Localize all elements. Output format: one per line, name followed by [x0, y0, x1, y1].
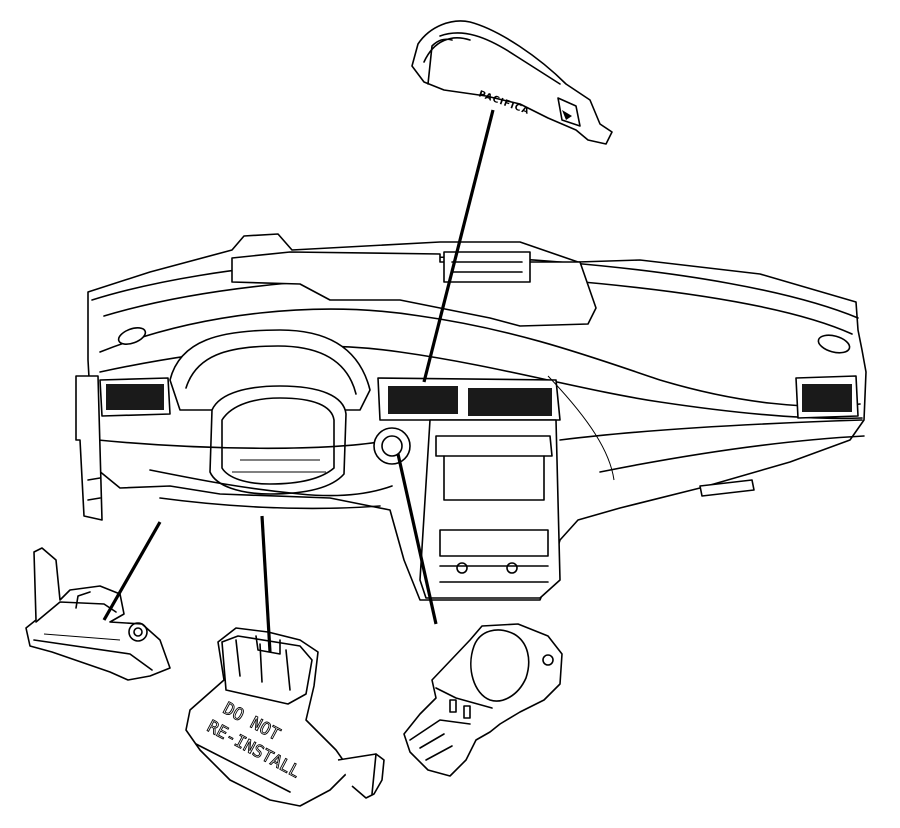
- left-air-vent: [106, 384, 164, 410]
- passenger-airbag-module: PACIFICA: [411, 20, 613, 145]
- leader-airbag: [422, 109, 495, 383]
- leader-bracket: [102, 521, 162, 621]
- ignition-switch-module: [403, 623, 563, 777]
- leader-lines: [102, 109, 615, 653]
- leader-ignition: [396, 453, 438, 625]
- instrument-panel: [75, 233, 867, 601]
- leader-switch: [260, 515, 272, 653]
- brake-lamp-switch: DO NOT RE-INSTALL: [185, 627, 385, 807]
- leader-vent: [547, 375, 615, 481]
- right-air-vent: [802, 384, 852, 412]
- center-air-vents: [388, 386, 552, 416]
- knee-blocker-bracket: [25, 547, 171, 681]
